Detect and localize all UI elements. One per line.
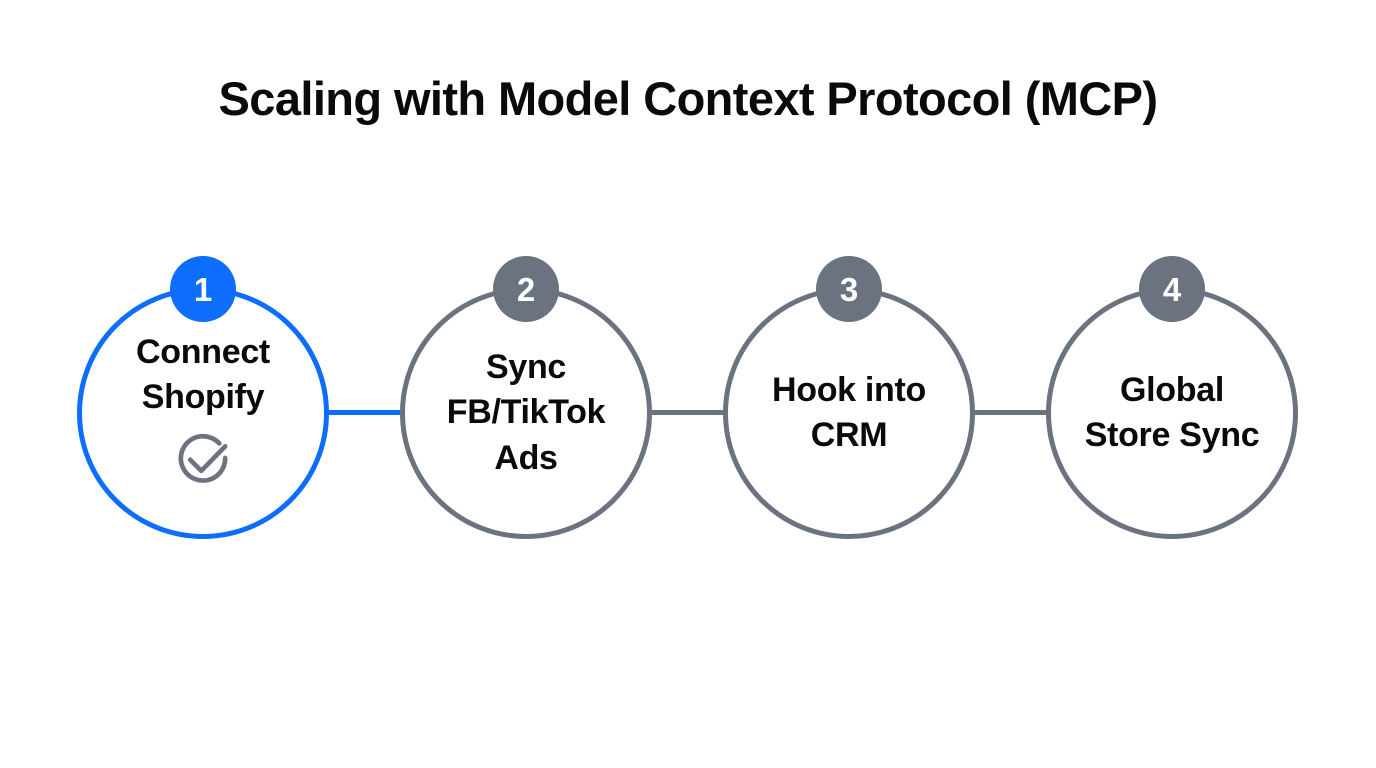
connector-1-to-2	[327, 410, 405, 415]
step-node-2[interactable]: Sync FB/TikTok Ads	[400, 287, 652, 539]
step-node-4[interactable]: Global Store Sync	[1046, 287, 1298, 539]
step-label-3: Hook into CRM	[771, 370, 927, 454]
step-label-4: Global Store Sync	[1084, 370, 1260, 454]
page-title: Scaling with Model Context Protocol (MCP…	[218, 72, 1159, 125]
step-node-1[interactable]: Connect Shopify	[77, 287, 329, 539]
check-circle-icon	[175, 430, 231, 486]
step-node-3[interactable]: Hook into CRM	[723, 287, 975, 539]
step-label-2: Sync FB/TikTok Ads	[446, 348, 606, 477]
step-badge-4[interactable]: 4	[1139, 256, 1205, 322]
step-label-1: Connect Shopify	[136, 332, 270, 416]
connector-2-to-3	[650, 410, 728, 415]
step-badge-2[interactable]: 2	[493, 256, 559, 322]
connector-3-to-4	[973, 410, 1051, 415]
step-badge-3[interactable]: 3	[816, 256, 882, 322]
step-badge-1[interactable]: 1	[170, 256, 236, 322]
